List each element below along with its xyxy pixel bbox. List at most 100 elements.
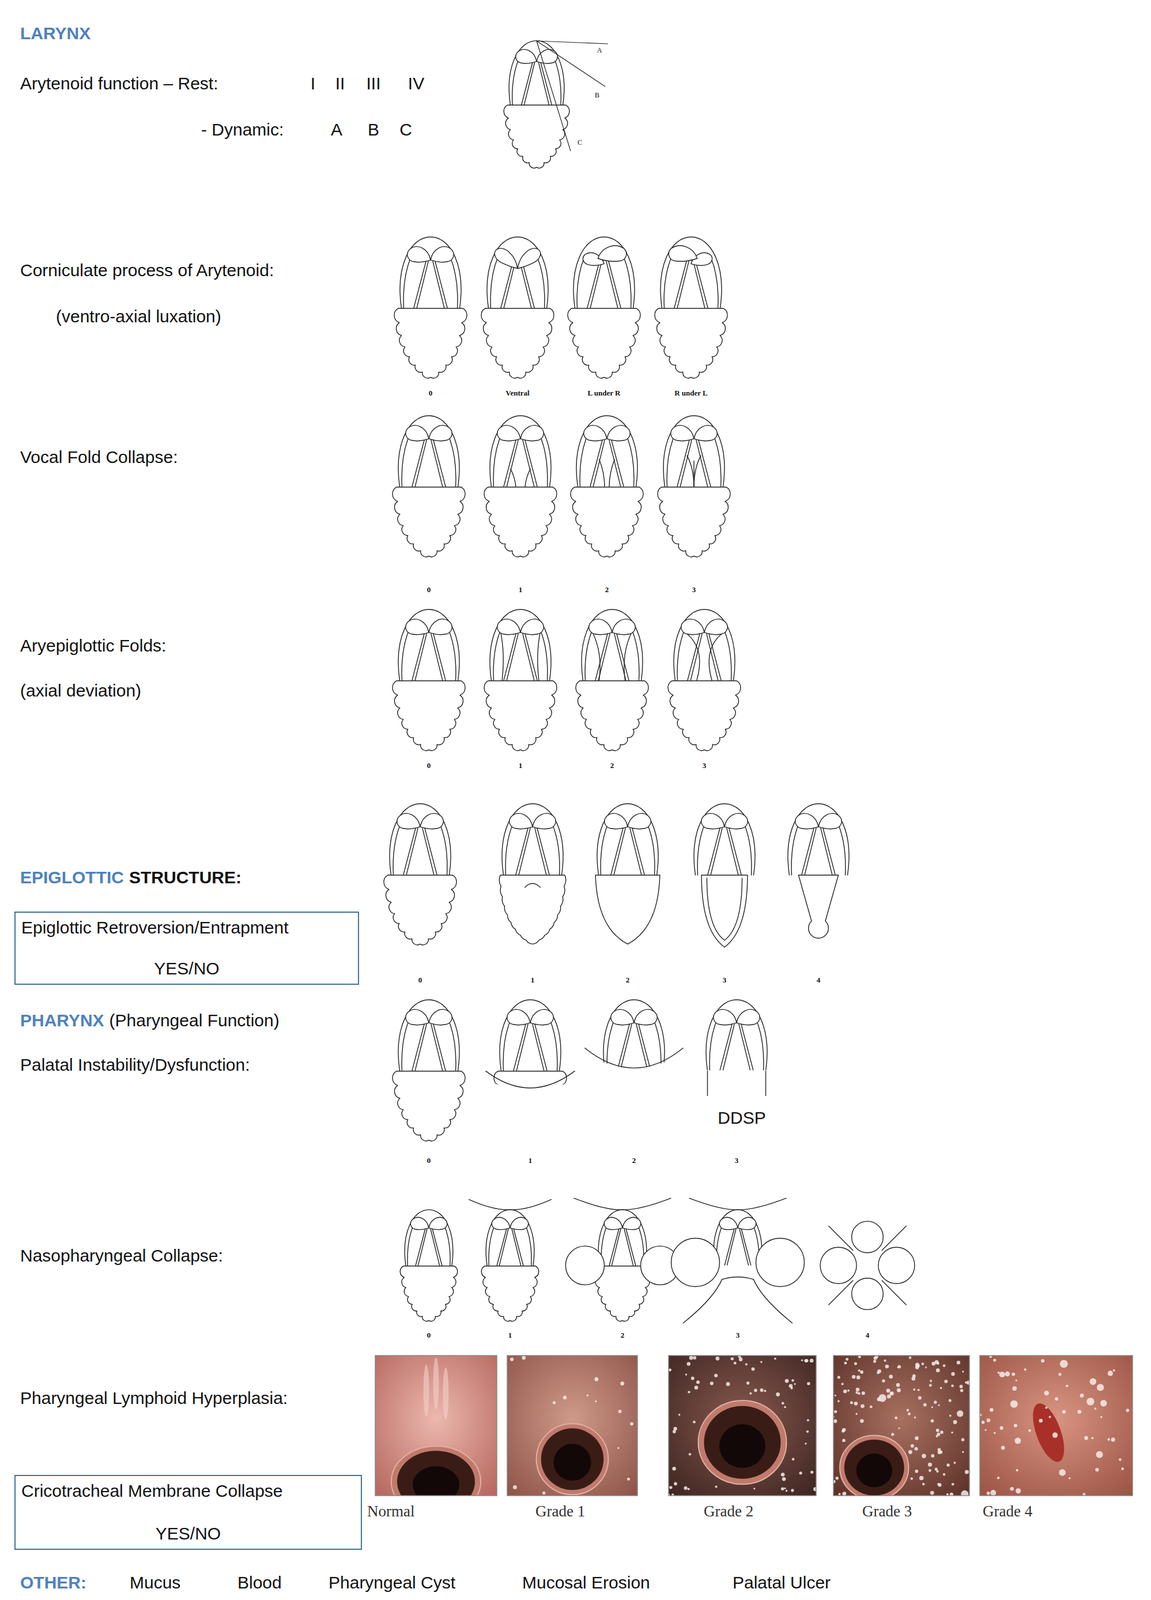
aryepiglottic-fold [632,629,640,681]
lymphoid-follicle [687,1361,692,1366]
lymphoid-follicle [842,1491,847,1496]
lymphoid-follicle [951,1383,954,1387]
corniculate-process [701,813,725,829]
lymphoid-follicle [618,1409,622,1413]
lymphoid-follicle [937,1450,942,1454]
lymphoid-follicle [692,1420,696,1424]
vocal-fold [521,62,533,105]
corniculate-process [610,1009,635,1025]
mirror-half [525,468,531,488]
corniculate-process [497,425,521,441]
aryepiglottic-fold [697,824,705,875]
lymphoid-follicle [694,1385,699,1390]
corniculate-process [405,619,429,635]
lymphoid-follicle [684,1485,688,1490]
mirror-half [724,813,748,829]
vocal-fold [431,1024,443,1071]
wall-bulge [851,1277,884,1310]
larynx-fill [485,1209,535,1266]
lymphoid-follicle [751,1367,756,1371]
corniculate-process [405,1009,429,1025]
mirror-half [538,59,562,105]
photo-caption: Grade 2 [703,1502,754,1520]
larynx-outline [389,803,451,875]
field-label: Arytenoid function – Rest: [20,73,219,94]
larynx-figure [392,609,466,751]
lymphoid-follicle [714,1373,718,1377]
lymphoid-follicle [986,1491,991,1495]
lymphoid-follicle [1077,1409,1082,1414]
bordered-box: Cricotracheal Membrane CollapseYES/NO [14,1474,362,1550]
larynx-figure [392,415,466,557]
lymphoid-follicle [763,1389,766,1392]
lymphoid-follicle [961,1450,964,1452]
corniculate-process [719,1216,738,1229]
aryepiglottic-fold [666,436,674,488]
lymphoid-follicle [891,1432,894,1436]
corniculate-process [510,1216,529,1229]
aryepiglottic-fold [505,824,513,875]
vocal-fold [677,440,690,488]
lymphoid-follicle [746,1380,750,1384]
larynx-figure [570,415,644,557]
vocal-fold [726,1228,737,1266]
vocal-fold [513,1024,526,1071]
corniculate-process [795,813,819,829]
corniculate-process [704,619,728,635]
larynx-fill [663,415,725,488]
lymphoid-follicle [810,1470,814,1474]
vocal-fold [522,261,535,309]
photo-frame [833,1355,970,1496]
larynx-fill [508,40,564,106]
lymphoid-follicle [894,1416,898,1420]
corniculate-process [736,1009,760,1025]
lymphoid-follicle [914,1435,919,1440]
aryepiglottic-deviation [684,631,700,681]
mirror-half [530,1009,554,1025]
aryepiglottic-fold [488,1225,495,1266]
yes-no-option: YES/NO [155,1522,221,1544]
aryepiglottic-fold [714,436,722,488]
larynx-fill [597,803,659,875]
grade-option: III [365,73,381,94]
vocal-fold [593,440,605,488]
lymphoid-follicle [906,1408,909,1411]
lymphoid-follicle [857,1391,860,1395]
mirror-half [612,619,636,635]
epiglottis-detail [706,877,742,941]
lymphoid-follicle [1059,1359,1069,1368]
lymphoid-follicle [1028,1428,1032,1432]
soft-palate-margin [765,1070,766,1096]
larynx-outline [404,1209,454,1266]
lymphoid-follicle [931,1405,934,1408]
lymphoid-follicle [842,1438,846,1442]
lymphoid-follicle [912,1387,916,1391]
vocal-fold-collapse [609,459,615,488]
mask-fill [472,1073,588,1151]
vocal-fold-collapse [599,459,605,488]
lymphoid-follicle [997,1371,1000,1374]
epiglottis [484,680,557,751]
lymphoid-follicle [917,1388,920,1391]
section-heading: PHARYNX [20,1010,105,1031]
lymphoid-follicle [877,1397,882,1402]
aryepiglottic-fold [627,436,635,488]
aryepiglottic-fold [401,436,409,488]
larynx-figure [657,415,731,557]
larynx-outline [485,1209,535,1266]
epiglottis [481,308,554,379]
corniculate-process [509,813,533,829]
airway-lumen [856,1453,893,1487]
lymphoid-follicle [1012,1385,1017,1391]
lymphoid-follicle [715,1356,720,1361]
corniculate-process [724,813,748,829]
lymphoid-follicle [859,1418,864,1423]
lymphoid-follicle [949,1492,954,1496]
mirror-half [431,629,456,681]
lymphoid-follicle [918,1395,922,1399]
lymphoid-follicle [910,1476,913,1479]
aryepiglottic-deviation [624,631,633,681]
aryepiglottic-fold [525,1225,532,1266]
lymphoid-follicle [512,1484,517,1489]
corniculate-process [428,619,452,635]
